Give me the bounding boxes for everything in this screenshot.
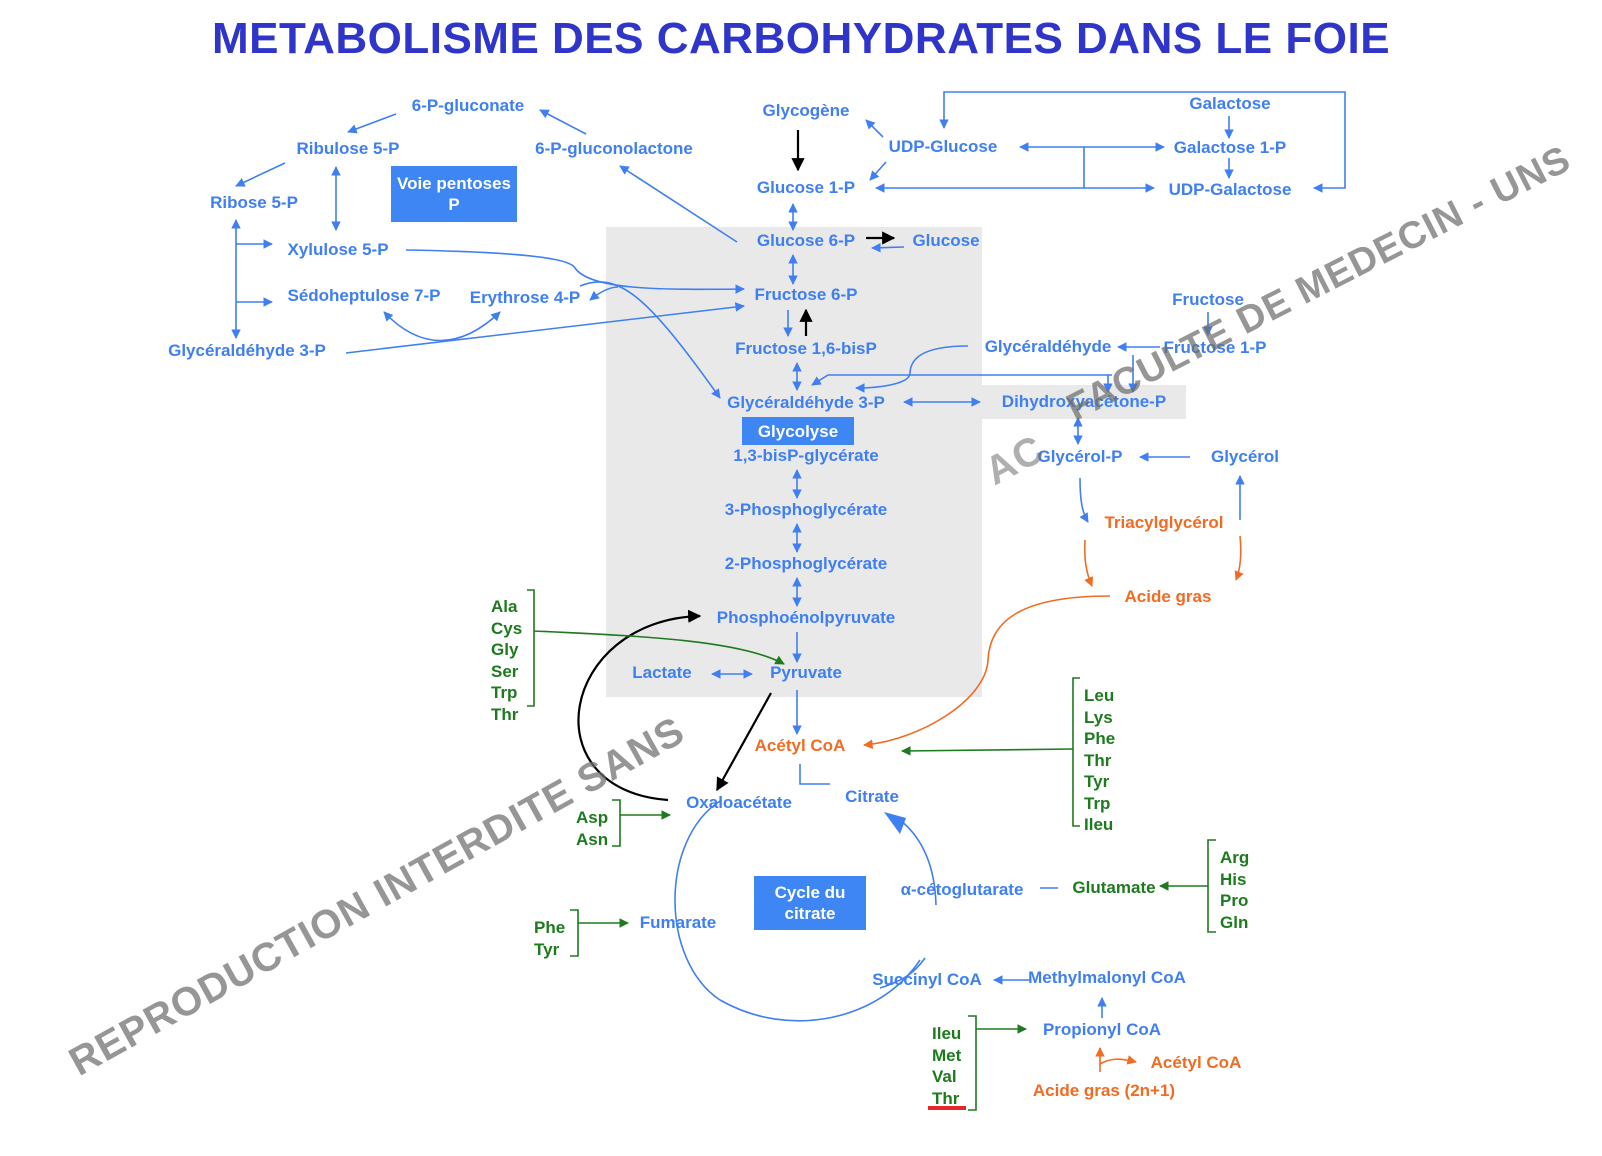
node-glyceraldehyde-3p-left: Glycéraldéhyde 3-P [168, 341, 326, 360]
node-acetyl-coa-bottom: Acétyl CoA [1150, 1053, 1242, 1072]
node-udp-glucose: UDP-Glucose [888, 137, 998, 156]
node-glyceraldehyde: Glycéraldéhyde [984, 337, 1112, 356]
node-fructose-1p: Fructose 1-P [1163, 338, 1267, 357]
node-methylmalonyl-coa: Methylmalonyl CoA [1028, 968, 1186, 987]
glycolysis-shaded-region [606, 227, 982, 697]
node-glucose: Glucose [912, 231, 980, 250]
node-acide-gras-2n1: Acide gras (2n+1) [1032, 1081, 1176, 1100]
node-xylulose-5p: Xylulose 5-P [287, 240, 389, 259]
node-erythrose-4p: Erythrose 4-P [469, 288, 581, 307]
node-acide-gras: Acide gras [1124, 587, 1212, 606]
node-citrate: Citrate [845, 787, 899, 806]
node-fumarate: Fumarate [639, 913, 717, 932]
node-lactate: Lactate [632, 663, 692, 682]
node-alpha-cetoglutarate: α-cétoglutarate [900, 880, 1024, 899]
node-fructose-6p: Fructose 6-P [754, 285, 858, 304]
dhap-shaded-region [982, 385, 1186, 419]
node-glyceraldehyde-3p: Glycéraldéhyde 3-P [727, 393, 885, 412]
node-pyruvate: Pyruvate [770, 663, 842, 682]
node-13-bisp-glycerate: 1,3-bisP-glycérate [733, 446, 879, 465]
amino-group-propionyl: Ileu Met Val Thr [932, 1024, 962, 1108]
node-ribose-5p: Ribose 5-P [210, 193, 298, 212]
cycle-citrate-box: Cycle du citrate [754, 876, 866, 930]
amino-group-oxaloacetate: Asp Asn [576, 808, 609, 849]
node-sedoheptulose-7p: Sédoheptulose 7-P [287, 286, 441, 305]
node-succinyl-coa: Succinyl CoA [872, 970, 982, 989]
node-glycogene: Glycogène [762, 101, 850, 120]
node-acetyl-coa: Acétyl CoA [754, 736, 846, 755]
node-phosphoenolpyruvate: Phosphoénolpyruvate [716, 608, 896, 627]
glycolyse-box: Glycolyse [742, 417, 854, 445]
node-ribulose-5p: Ribulose 5-P [296, 139, 400, 158]
node-galactose-1p: Galactose 1-P [1173, 138, 1287, 157]
node-fructose: Fructose [1172, 290, 1244, 309]
amino-group-acetylcoa: Leu Lys Phe Thr Tyr Trp Ileu [1084, 686, 1116, 834]
amino-group-fumarate: Phe Tyr [534, 918, 566, 959]
voie-pentoses-box: Voie pentoses P [391, 166, 517, 222]
node-6p-gluconolactone: 6-P-gluconolactone [535, 139, 693, 158]
node-dihydroxyacetone-p: Dihydroxyacétone-P [1001, 392, 1167, 411]
node-glutamate: Glutamate [1072, 878, 1156, 897]
node-galactose: Galactose [1189, 94, 1271, 113]
node-6p-gluconate: 6-P-gluconate [411, 96, 525, 115]
node-2-phosphoglycerate: 2-Phosphoglycérate [724, 554, 888, 573]
node-triacylglycerol: Triacylglycérol [1104, 513, 1224, 532]
node-propionyl-coa: Propionyl CoA [1042, 1020, 1162, 1039]
node-glucose-1p: Glucose 1-P [756, 178, 856, 197]
node-glycerol-p: Glycérol-P [1037, 447, 1123, 466]
node-3-phosphoglycerate: 3-Phosphoglycérate [724, 500, 888, 519]
amino-group-glutamate: Arg His Pro Gln [1220, 848, 1250, 932]
node-fructose-16-bisp: Fructose 1,6-bisP [735, 339, 877, 358]
node-glucose-6p: Glucose 6-P [756, 231, 856, 250]
node-oxaloacetate: Oxaloacétate [686, 793, 792, 812]
node-udp-galactose: UDP-Galactose [1168, 180, 1292, 199]
page-title: METABOLISME DES CARBOHYDRATES DANS LE FO… [211, 14, 1391, 63]
node-glycerol: Glycérol [1210, 447, 1280, 466]
amino-group-pyruvate: Ala Cys Gly Ser Trp Thr [491, 597, 523, 724]
